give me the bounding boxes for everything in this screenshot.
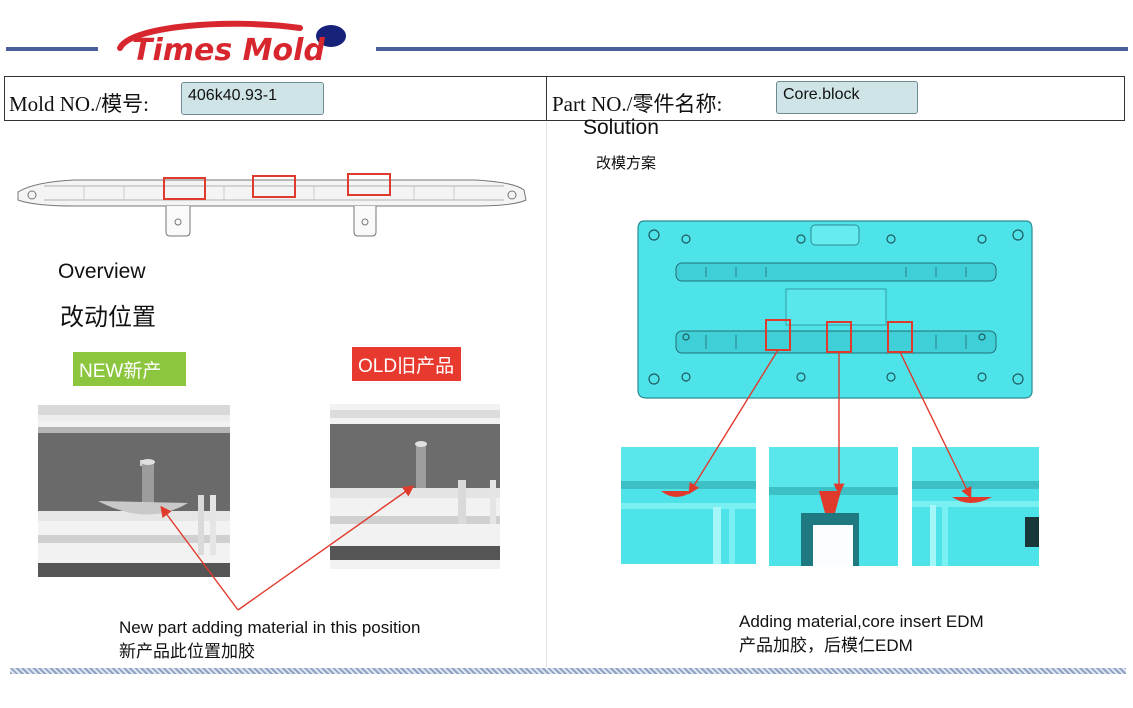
left-caption-en: New part adding material in this positio… (119, 618, 421, 637)
overview-title: Overview (58, 260, 146, 283)
detail-view-center (769, 447, 898, 566)
old-product-badge: OLD旧产品 (352, 347, 461, 381)
change-marker (252, 175, 296, 198)
old-product-photo (330, 404, 500, 569)
change-marker (347, 173, 391, 196)
logo-text: Times Mold (132, 33, 325, 68)
new-product-photo (38, 405, 230, 577)
mold-number-label: Mold NO./模号: (9, 92, 150, 116)
left-caption: New part adding material in this positio… (119, 616, 420, 664)
info-bar-divider (546, 76, 547, 121)
left-pointer-arrows (160, 485, 415, 611)
header-rule-right (376, 47, 1128, 51)
column-divider (546, 122, 547, 667)
right-caption-en: Adding material,core insert EDM (739, 612, 984, 631)
footer-rule (10, 668, 1126, 674)
solution-title: Solution (583, 116, 659, 139)
left-caption-cn: 新产品此位置加胶 (119, 642, 255, 661)
overview-subtitle: 改动位置 (60, 304, 156, 331)
change-marker (163, 177, 206, 200)
company-logo: Times Mold (117, 20, 346, 68)
right-caption: Adding material,core insert EDM 产品加胶，后模仁… (739, 610, 984, 658)
detail-view-left (621, 447, 756, 564)
new-product-badge: NEW新产品 (73, 352, 186, 409)
info-bar (4, 76, 1125, 121)
header-rule-left (6, 47, 98, 51)
part-number-value: Core.block (776, 81, 918, 114)
solution-subtitle: 改模方案 (596, 155, 657, 172)
detail-view-right (912, 447, 1039, 566)
part-number-label: Part NO./零件名称: (552, 92, 723, 116)
right-caption-cn: 产品加胶，后模仁EDM (739, 636, 913, 655)
part-drawing (17, 173, 527, 237)
mold-number-value: 406k40.93-1 (181, 82, 324, 115)
core-block-drawing (637, 220, 1033, 399)
